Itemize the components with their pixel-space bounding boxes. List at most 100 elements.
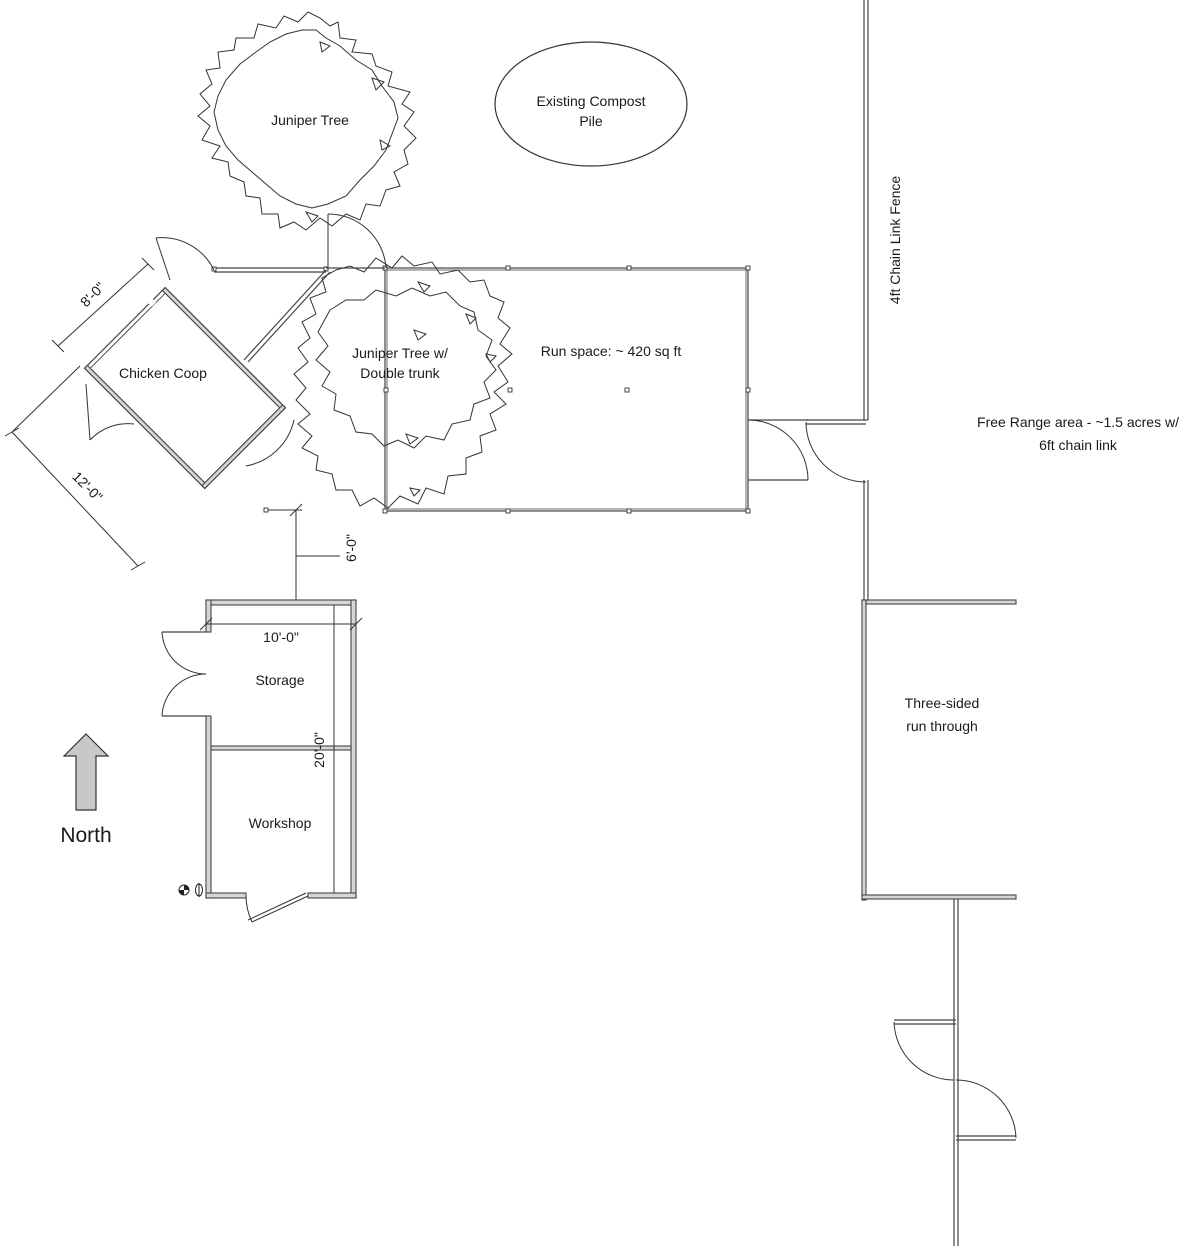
post — [263, 507, 269, 513]
double-trunk-canopy-inner — [315, 287, 497, 449]
building-wall-bottom-right — [307, 892, 357, 899]
run-outline-inner — [386, 269, 747, 510]
workshop-door-leaf-2 — [247, 892, 307, 921]
dim-line-coop-width — [57, 263, 149, 347]
tree-fleck — [379, 138, 392, 151]
dim-extension — [11, 365, 81, 433]
run-through-wall-left — [861, 599, 867, 901]
dim-tick — [199, 617, 213, 631]
building-wall-top — [205, 599, 357, 606]
coop-wall-right — [201, 404, 287, 490]
building-wall-left-top — [205, 599, 212, 633]
post — [323, 266, 329, 272]
juniper-tree-canopy — [197, 11, 417, 231]
tree-fleck — [409, 487, 422, 497]
run-gate-swing — [747, 419, 809, 481]
tree-fleck — [416, 281, 431, 293]
north-arrow: North — [60, 733, 112, 847]
storage-label: Storage — [255, 672, 304, 688]
three-sided-run: Three-sided run through — [861, 599, 1017, 901]
coop-wall-gap — [147, 298, 157, 307]
double-trunk-canopy-outer — [293, 255, 513, 509]
compost-pile-outline — [494, 41, 688, 167]
post — [626, 265, 632, 271]
tree-fleck — [371, 77, 385, 91]
north-arrow-icon — [62, 733, 110, 811]
dim-shed-length: 20'-0" — [311, 732, 327, 768]
lower-fence — [893, 899, 1017, 1246]
gap-dimension: 6'-0" — [263, 503, 359, 602]
building-wall-left — [205, 715, 212, 899]
post — [626, 508, 632, 514]
tree-fleck — [413, 329, 428, 341]
gate1-swing — [893, 1021, 955, 1081]
coop-door-swing — [89, 423, 135, 441]
tree-fleck — [304, 211, 319, 223]
free-range-label-line2: 6ft chain link — [1039, 437, 1118, 453]
coop-wall-top — [161, 286, 287, 412]
storage-door-swing-top — [161, 631, 207, 675]
three-sided-label-line2: run through — [906, 718, 978, 734]
compost-pile: Existing Compost Pile — [494, 41, 688, 167]
coop-run-connector — [155, 213, 387, 363]
chicken-coop: Chicken Coop — [83, 286, 295, 490]
post — [505, 508, 511, 514]
post — [745, 265, 751, 271]
run-outline — [384, 267, 749, 512]
post — [507, 387, 513, 393]
coop-outline — [83, 286, 287, 490]
utility-meter-icon-fill — [179, 885, 189, 895]
run-through-wall-top — [861, 599, 1017, 605]
connector-diagonal-2 — [247, 271, 331, 363]
workshop-door-swing — [245, 895, 253, 923]
run-space: Run space: ~ 420 sq ft — [382, 265, 809, 514]
north-label: North — [60, 824, 111, 847]
building-partition — [210, 745, 352, 751]
post — [745, 387, 751, 393]
post — [383, 387, 389, 393]
run-through-wall-bottom — [861, 894, 1017, 900]
juniper-tree-canopy-inner — [213, 29, 399, 209]
double-trunk-label-line2: Double trunk — [360, 365, 440, 381]
tree-fleck — [465, 313, 477, 325]
free-range-area: Free Range area - ~1.5 acres w/ 6ft chai… — [977, 414, 1179, 453]
compost-label-line2: Pile — [579, 113, 603, 129]
juniper-tree-double-trunk: Juniper Tree w/ Double trunk — [293, 255, 513, 509]
post — [624, 387, 630, 393]
coop-door-leaf — [85, 383, 91, 441]
dim-tick — [349, 617, 363, 631]
workshop-door-leaf — [251, 895, 309, 923]
coop-run-door-swing — [245, 419, 295, 467]
fence-label: 4ft Chain Link Fence — [887, 176, 903, 305]
dim-tick — [130, 561, 146, 571]
chicken-coop-label: Chicken Coop — [119, 365, 207, 381]
juniper-tree: Juniper Tree — [197, 11, 417, 231]
gate2-swing — [955, 1079, 1017, 1139]
compost-label-line1: Existing Compost — [537, 93, 646, 109]
coop-yard-door-swing — [155, 237, 215, 271]
fence-gate-swing — [805, 421, 867, 483]
tree-fleck — [405, 433, 420, 445]
building-wall-bottom-left — [205, 892, 247, 899]
post — [382, 508, 388, 514]
connector-diagonal — [243, 269, 327, 361]
free-range-label-line1: Free Range area - ~1.5 acres w/ — [977, 414, 1179, 430]
building-wall-right — [350, 599, 357, 899]
coop-outline-inner — [89, 292, 281, 484]
post — [505, 265, 511, 271]
three-sided-label-line1: Three-sided — [905, 695, 980, 711]
juniper-tree-label: Juniper Tree — [271, 112, 349, 128]
dim-gap: 6'-0" — [343, 534, 359, 562]
chain-link-fence: 4ft Chain Link Fence — [805, 0, 903, 600]
storage-workshop-building: 10'-0" 20'-0" Storage Workshop — [161, 599, 363, 923]
tree-fleck — [319, 41, 332, 53]
run-space-label: Run space: ~ 420 sq ft — [541, 343, 682, 359]
workshop-label: Workshop — [249, 815, 312, 831]
dim-tick — [289, 503, 303, 517]
dim-tick — [141, 257, 155, 271]
coop-yard-door-leaf — [155, 237, 171, 281]
double-trunk-label-line1: Juniper Tree w/ — [352, 345, 448, 361]
connector-door-swing — [327, 213, 387, 269]
